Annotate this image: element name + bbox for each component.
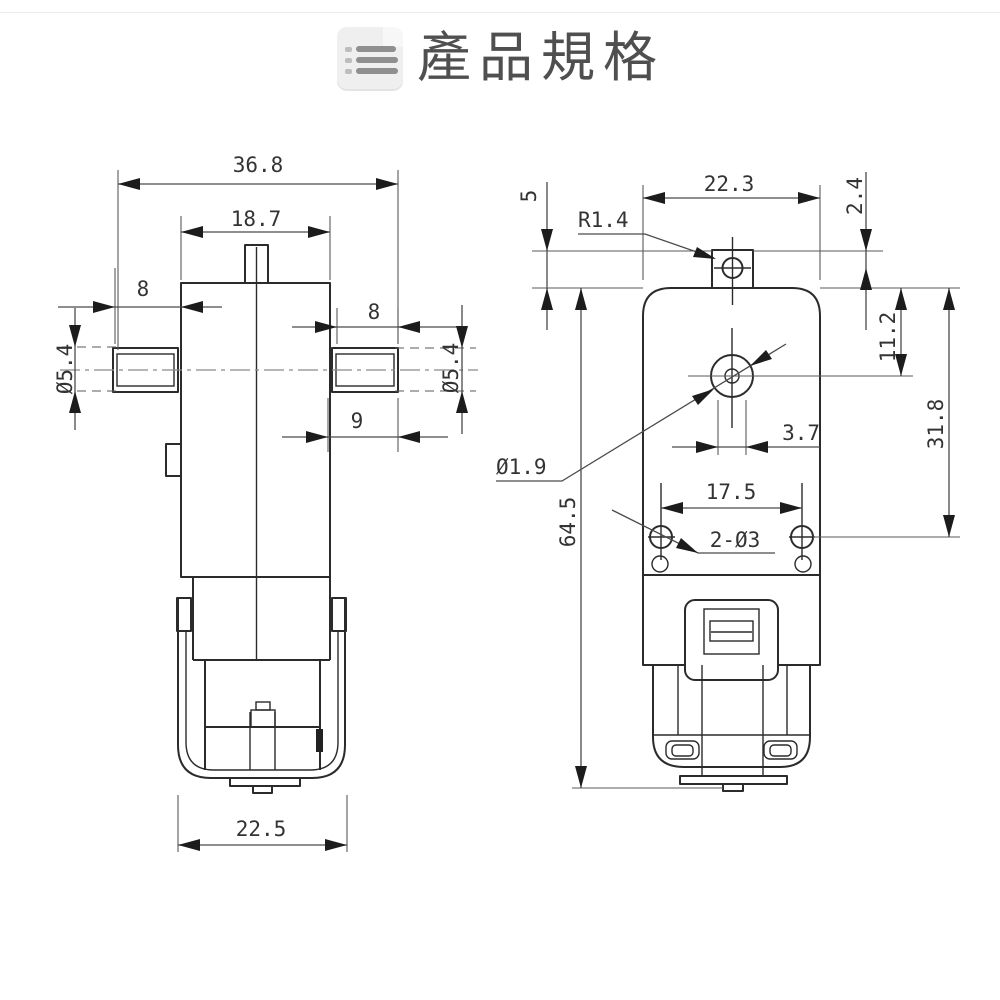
dim-shaft-center-from-top: 11.2 [876, 312, 900, 363]
top-divider [0, 12, 1000, 13]
bullet-dot [345, 69, 352, 74]
dim-shaft-overall-length: 9 [351, 409, 364, 433]
text-line-bar [356, 57, 398, 63]
bullet-dot [345, 47, 352, 52]
bracket-hook-right [331, 597, 347, 632]
side-view-dimensions: 22.3 5 R1.4 2.4 11.2 [496, 172, 955, 788]
dim-left-shaft-length: 8 [137, 277, 150, 301]
dim-overall-length: 64.5 [556, 497, 580, 548]
dim-overall-width: 36.8 [233, 153, 284, 177]
dim-body-width: 22.3 [704, 172, 755, 196]
front-view: 36.8 18.7 8 8 [53, 153, 478, 852]
side-bottom-bump [722, 783, 744, 792]
label-mark [316, 729, 323, 752]
side-gearbox-body [642, 287, 821, 576]
dim-mount-holes-from-top: 31.8 [924, 399, 948, 450]
document-fold [383, 27, 403, 47]
bottom-bump [252, 785, 273, 794]
spec-document-icon [335, 25, 407, 91]
dim-tab-height: 5 [517, 190, 541, 203]
text-line-bar [356, 46, 396, 52]
dim-shaft-slot-width: 3.7 [782, 421, 820, 445]
bracket-inner [185, 630, 339, 771]
bracket-hook-left [176, 597, 192, 632]
dim-motor-body-width: 22.5 [236, 817, 287, 841]
side-tab [165, 443, 182, 477]
side-bottom-tab [679, 775, 788, 785]
dim-shaft-bore-diameter: Ø1.9 [496, 455, 547, 479]
text-line-bar [356, 68, 398, 74]
side-lower-plate [642, 575, 821, 666]
dim-right-shaft-length: 8 [368, 300, 381, 324]
side-view: 22.3 5 R1.4 2.4 11.2 [496, 172, 960, 792]
dim-mount-holes: 2-Ø3 [710, 528, 761, 552]
pin-hole-left [651, 555, 669, 573]
front-view-dimensions: 36.8 18.7 8 8 [53, 153, 476, 852]
front-motor-section [176, 577, 347, 794]
pin-hole-right [794, 555, 812, 573]
page-title: 產品規格 [417, 26, 665, 89]
extension-lines [532, 250, 960, 789]
dim-left-shaft-diameter: Ø5.4 [53, 344, 77, 395]
dim-tab-hole-offset: 2.4 [843, 177, 867, 215]
strap-clip [684, 599, 779, 681]
bullet-dot [345, 58, 352, 63]
dim-tab-corner-radius: R1.4 [578, 208, 629, 232]
page-header: 產品規格 [0, 18, 1000, 98]
dim-gearbox-width: 18.7 [231, 207, 282, 231]
dim-right-shaft-diameter: Ø5.4 [439, 343, 463, 394]
side-motor-section [652, 665, 811, 792]
dim-mount-hole-spacing: 17.5 [706, 480, 757, 504]
bottom-tab [229, 777, 301, 787]
